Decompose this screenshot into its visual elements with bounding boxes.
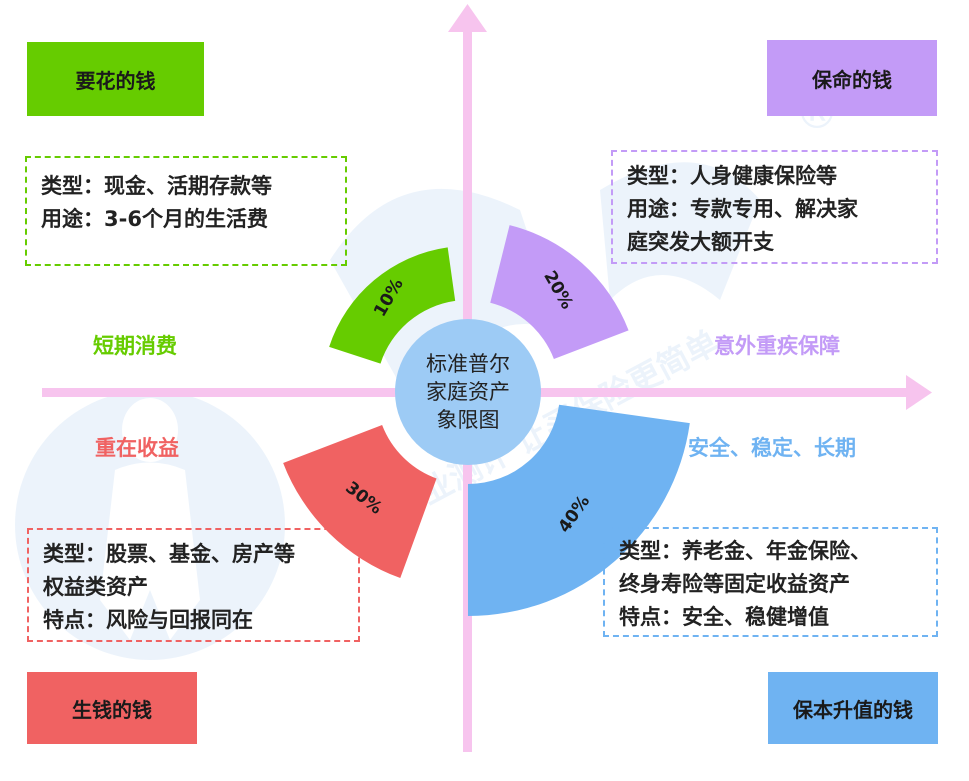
label-spending-money: 要花的钱 bbox=[27, 42, 204, 116]
side-title-returns: 重在收益 bbox=[95, 436, 179, 460]
desc-spending-line-2: 用途：3-6个月的生活费 bbox=[41, 207, 268, 231]
wedge-short-term bbox=[329, 247, 456, 364]
desc-protection-line-2: 用途：专款专用、解决家 bbox=[627, 197, 858, 221]
desc-box-spending: 类型：现金、活期存款等 用途：3-6个月的生活费 bbox=[25, 156, 347, 266]
label-preservation-money-text: 保本升值的钱 bbox=[793, 697, 913, 722]
desc-protection-line-1: 类型：人身健康保险等 bbox=[627, 164, 837, 188]
watermark-logo-stroke-icon bbox=[330, 188, 560, 420]
y-axis-arrow-icon bbox=[448, 4, 487, 32]
desc-box-growth: 类型：股票、基金、房产等 权益类资产 特点：风险与回报同在 bbox=[27, 528, 360, 642]
wedge-protection bbox=[490, 225, 629, 360]
desc-growth-line-3: 特点：风险与回报同在 bbox=[43, 608, 253, 632]
side-title-stable: 安全、稳定、长期 bbox=[688, 436, 856, 460]
desc-preservation-line-2: 终身寿险等固定收益资产 bbox=[619, 572, 850, 596]
center-node: 标准普尔 家庭资产 象限图 bbox=[395, 319, 541, 465]
watermark-logo-stroke2-icon bbox=[600, 162, 760, 300]
side-title-short-term: 短期消费 bbox=[93, 334, 177, 358]
desc-preservation-line-1: 类型：养老金、年金保险、 bbox=[619, 539, 871, 563]
desc-protection-line-3: 庭突发大额开支 bbox=[627, 230, 774, 254]
center-circle bbox=[395, 319, 541, 465]
x-axis-arrow-icon bbox=[906, 375, 932, 410]
label-growth-money-text: 生钱的钱 bbox=[72, 697, 152, 722]
desc-box-protection: 类型：人身健康保险等 用途：专款专用、解决家 庭突发大额开支 bbox=[611, 150, 938, 264]
label-preservation-money: 保本升值的钱 bbox=[768, 672, 938, 744]
desc-spending-line-1: 类型：现金、活期存款等 bbox=[41, 174, 272, 198]
side-title-protection: 意外重疾保障 bbox=[714, 334, 840, 358]
desc-preservation-line-3: 特点：安全、稳健增值 bbox=[619, 605, 829, 629]
watermark-figure-body-icon bbox=[100, 462, 200, 640]
wedge-growth bbox=[283, 424, 437, 579]
center-title-line-1: 标准普尔 bbox=[426, 352, 510, 376]
desc-growth-line-2: 权益类资产 bbox=[43, 575, 148, 599]
label-protection-money-text: 保命的钱 bbox=[812, 67, 892, 92]
desc-growth-line-1: 类型：股票、基金、房产等 bbox=[43, 542, 295, 566]
label-protection-money: 保命的钱 bbox=[767, 40, 937, 116]
label-spending-money-text: 要花的钱 bbox=[75, 68, 156, 93]
desc-box-preservation: 类型：养老金、年金保险、 终身寿险等固定收益资产 特点：安全、稳健增值 bbox=[603, 527, 938, 637]
center-title-line-2: 家庭资产 bbox=[426, 380, 510, 404]
label-growth-money: 生钱的钱 bbox=[27, 672, 197, 744]
watermark-figure-icon bbox=[122, 398, 178, 462]
center-title-line-3: 象限图 bbox=[437, 408, 500, 432]
wedge-preservation bbox=[468, 404, 690, 616]
